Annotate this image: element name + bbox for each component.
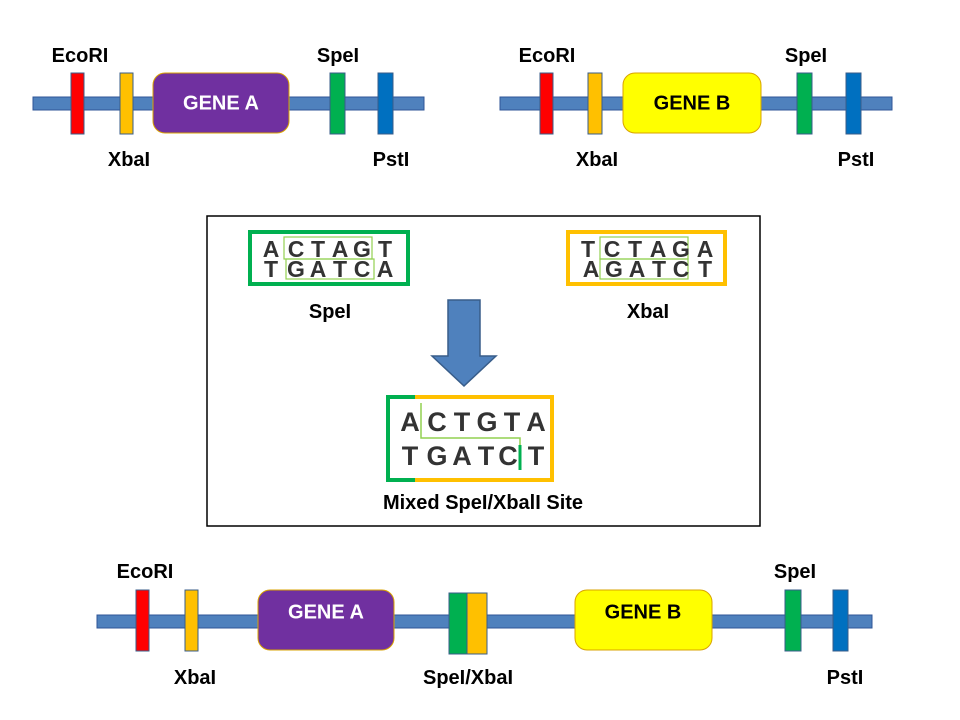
construct-gene-b: GENE B EcoRI SpeI XbaI PstI	[499, 45, 893, 171]
spei-base: A	[263, 236, 280, 262]
spei-site-label: SpeI	[309, 301, 351, 323]
spei-base: A	[310, 256, 327, 282]
mixed-green-bracket	[386, 395, 415, 482]
xbai-base: A	[697, 236, 714, 262]
xbai-sequence-box: T C T A G A A G A T C T XbaI	[566, 230, 727, 323]
mixed-site-marker-orange	[466, 592, 488, 655]
xbai-site-marker	[587, 72, 603, 135]
mixed-base: C	[498, 441, 518, 471]
gene-a-label: GENE A	[183, 92, 259, 114]
xbai-site-label: XbaI	[627, 301, 669, 323]
xbai-box-border	[566, 230, 727, 286]
psti-site-marker	[832, 589, 849, 652]
xbai-base: T	[652, 256, 666, 282]
psti-site-marker	[377, 72, 394, 135]
ecori-label: EcoRI	[117, 561, 174, 583]
spei-label: SpeI	[785, 45, 827, 67]
xbai-base: A	[629, 256, 646, 282]
spei-base: C	[354, 256, 371, 282]
mixed-sequence-box: A C T G T A T G A T C T Mixed SpeI/XbalI…	[383, 395, 583, 514]
psti-label: PstI	[838, 149, 875, 171]
box-frame	[206, 215, 761, 527]
mixed-base: A	[400, 407, 420, 437]
spei-base: T	[311, 236, 325, 262]
spei-base: G	[353, 236, 371, 262]
xbai-label: XbaI	[108, 149, 150, 171]
gene-a-label: GENE A	[288, 601, 364, 623]
construct-gene-a: GENE A EcoRI SpeI XbaI PstI	[32, 45, 425, 171]
xbai-base: G	[605, 256, 623, 282]
ligation-explanation-box: A C T A G T T G A T C A SpeI T C T A G A…	[206, 215, 761, 527]
spei-sequence-box: A C T A G T T G A T C A SpeI	[248, 230, 410, 323]
psti-label: PstI	[827, 667, 864, 689]
xbai-base: T	[698, 256, 712, 282]
xbai-label: XbaI	[576, 149, 618, 171]
spei-site-marker	[796, 72, 813, 135]
mixed-site-label: SpeI/XbaI	[423, 667, 513, 689]
xbai-base: G	[672, 236, 690, 262]
xbai-base: C	[673, 256, 690, 282]
xbai-site-marker	[184, 589, 199, 652]
mixed-base: G	[426, 441, 447, 471]
mixed-base: A	[452, 441, 472, 471]
mixed-base: T	[528, 441, 545, 471]
psti-label: PstI	[373, 149, 410, 171]
ecori-site-marker	[70, 72, 85, 135]
psti-site-marker	[845, 72, 862, 135]
ecori-label: EcoRI	[52, 45, 109, 67]
xbai-site-marker	[119, 72, 134, 135]
spei-base: A	[377, 256, 394, 282]
gene-a-block	[152, 72, 290, 134]
gene-a-block	[257, 589, 395, 651]
spei-base: T	[264, 256, 278, 282]
gene-b-label: GENE B	[654, 92, 731, 114]
mixed-base: G	[476, 407, 497, 437]
gene-b-label: GENE B	[605, 601, 682, 623]
spei-base: T	[378, 236, 392, 262]
mixed-base: C	[427, 407, 447, 437]
xbai-base: A	[650, 236, 667, 262]
spei-base: C	[288, 236, 305, 262]
xbai-overhang-outline-bottom	[599, 258, 689, 280]
mixed-site-label: Mixed SpeI/XbalI Site	[383, 492, 583, 514]
spei-label: SpeI	[317, 45, 359, 67]
mixed-orange-bracket	[415, 395, 554, 482]
xbai-base: C	[604, 236, 621, 262]
xbai-label: XbaI	[174, 667, 216, 689]
mixed-base: T	[478, 441, 495, 471]
xbai-base: T	[581, 236, 595, 262]
spei-base: T	[333, 256, 347, 282]
mixed-site-marker-green	[448, 592, 468, 655]
down-arrow-icon	[430, 299, 498, 388]
gene-b-block	[574, 589, 713, 651]
spei-label: SpeI	[774, 561, 816, 583]
ecori-label: EcoRI	[519, 45, 576, 67]
combined-construct: GENE A GENE B EcoRI SpeI XbaI SpeI/XbaI …	[96, 561, 873, 689]
mixed-base: T	[454, 407, 471, 437]
mixed-base: T	[402, 441, 419, 471]
xbai-base: T	[628, 236, 642, 262]
mixed-base: A	[526, 407, 546, 437]
ecori-site-marker	[135, 589, 150, 652]
spei-box-border	[248, 230, 410, 286]
spei-base: A	[332, 236, 349, 262]
spei-base: G	[287, 256, 305, 282]
ecori-site-marker	[539, 72, 554, 135]
xbai-base: A	[583, 256, 600, 282]
spei-site-marker	[329, 72, 346, 135]
gene-b-block	[622, 72, 762, 134]
spei-site-marker	[784, 589, 802, 652]
spei-overhang-outline-bottom	[285, 258, 375, 280]
mixed-base: T	[504, 407, 521, 437]
